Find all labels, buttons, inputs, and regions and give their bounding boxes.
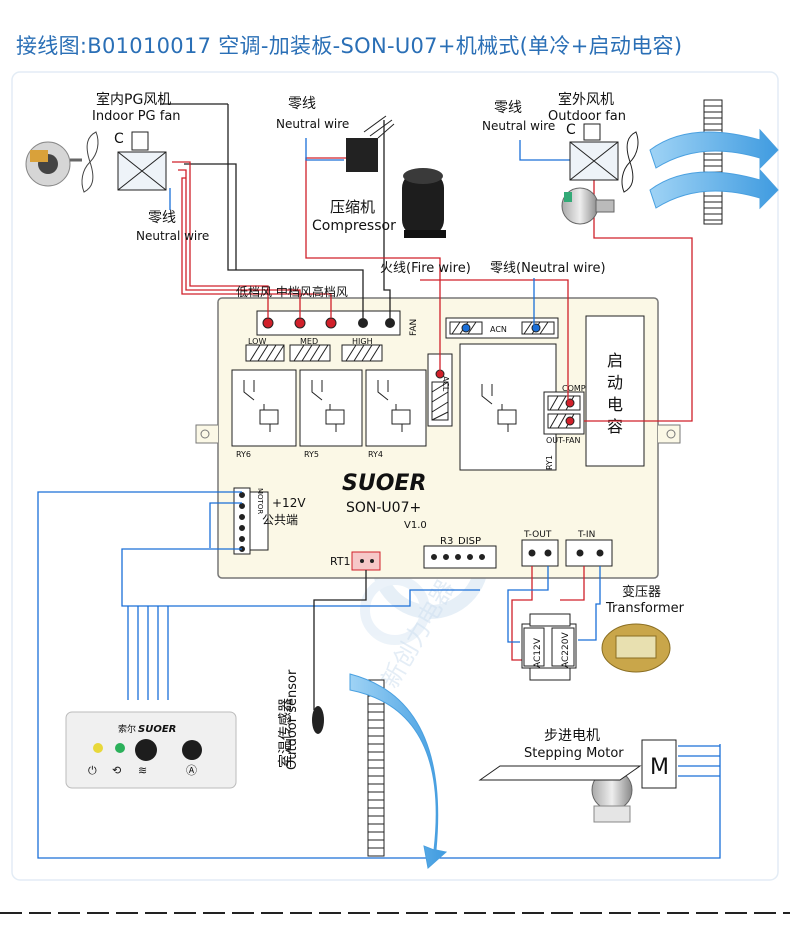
transformer-en: Transformer: [605, 601, 685, 616]
disp-label: DISP: [458, 536, 481, 547]
indoor-fan-motor-image: [25, 131, 99, 193]
t-in-label: T-IN: [577, 530, 595, 540]
power-icon: ⏻: [88, 764, 97, 777]
indoor-fan-en: Indoor PG fan: [92, 109, 181, 124]
fan-connector: [256, 310, 401, 336]
speed-terminals: [245, 344, 383, 362]
motor-connector: [233, 487, 269, 555]
mode-icon: ⟲: [112, 764, 121, 777]
outdoor-fan-symbol: [569, 123, 639, 193]
t-out-connector: [521, 539, 559, 567]
indoor-fan-symbol: [117, 131, 167, 191]
blue-wires: [37, 138, 721, 859]
acn-label: ACN: [490, 325, 507, 334]
transformer-image: [601, 623, 671, 673]
stepper-symbol: [641, 739, 677, 789]
high-label: HIGH: [352, 337, 373, 346]
sensor-cn: 室温传感器: [277, 698, 294, 768]
relay-ry1: [459, 343, 557, 471]
compressor-neutral-cn: 零线: [288, 96, 316, 112]
compressor-cn: 压缩机: [330, 198, 375, 216]
cap-char-1: 启: [607, 351, 623, 370]
disp-connector: [423, 545, 497, 569]
rt1-connector: [351, 551, 381, 571]
outdoor-neutral-en: Neutral wire: [482, 119, 555, 133]
plus12v-label: +12V: [272, 496, 306, 510]
neutral-wire-top-label: 零线(Neutral wire): [490, 261, 606, 276]
board-model: SON-U07+: [346, 500, 421, 516]
indoor-neutral-en: Neutral wire: [136, 229, 209, 243]
outdoor-fan-cap: C: [566, 122, 576, 138]
t-in-connector: [565, 539, 613, 567]
low-label: LOW: [248, 337, 266, 346]
compressor-neutral-en: Neutral wire: [276, 117, 349, 131]
stepper-m: M: [650, 755, 669, 780]
remote-brand: SUOER: [138, 724, 176, 735]
transformer-cn: 变压器: [622, 584, 661, 600]
relay-ry4: [365, 369, 427, 447]
ry6-label: RY6: [236, 450, 251, 459]
red-wires: [172, 157, 693, 661]
cap-char-2: 动: [607, 373, 623, 392]
outdoor-fan-cn: 室外风机: [558, 91, 614, 108]
stepper-en: Stepping Motor: [524, 746, 624, 761]
black-wires: [160, 103, 391, 318]
med-label: MED: [300, 337, 318, 346]
indoor-fan-cap: C: [114, 131, 124, 147]
board-version: V1.0: [404, 520, 427, 531]
r3-label: R3: [440, 536, 453, 547]
compressor-symbol: [346, 115, 395, 172]
indoor-fan-cn: 室内PG风机: [96, 91, 171, 108]
remote-brand-cn: 索尔: [118, 723, 136, 735]
indoor-air-arrow: [349, 673, 448, 869]
acl-terminal: [427, 353, 453, 427]
comp-label: COMP: [562, 384, 586, 393]
relay-ry6: [231, 369, 297, 447]
sensor-wire: [313, 570, 367, 710]
start-capacitor-box: [585, 315, 645, 467]
fire-wire-label: 火线(Fire wire): [380, 261, 471, 276]
compressor-image: [402, 168, 446, 238]
cap-char-3: 电: [607, 395, 623, 414]
transformer-ac12: AC12V: [533, 637, 543, 668]
rt1-label: RT1: [330, 555, 351, 568]
acl-label: ACL: [441, 376, 450, 392]
display-panel-image: [65, 711, 237, 789]
relay-ry5: [299, 369, 363, 447]
transformer-ac220: AC220V: [561, 632, 571, 668]
acn-terminal: [445, 317, 559, 339]
outdoor-fan-en: Outdoor fan: [548, 109, 626, 124]
ry1-label: RY1: [545, 455, 554, 470]
compressor-en: Compressor: [312, 218, 396, 234]
ry5-label: RY5: [304, 450, 319, 459]
fan-label: FAN: [409, 319, 419, 336]
ry4-label: RY4: [368, 450, 383, 459]
cap-char-4: 容: [607, 417, 623, 436]
outdoor-fan-motor-image: [561, 187, 615, 225]
sensor-en: Outdoor sensor: [285, 669, 300, 770]
outdoor-neutral-cn: 零线: [494, 100, 522, 116]
page-title: 接线图:B01010017 空调-加装板-SON-U07+机械式(单冷+启动电容…: [16, 34, 683, 58]
common-label: 公共端: [262, 513, 298, 527]
header: 接线图:B01010017 空调-加装板-SON-U07+机械式(单冷+启动电容…: [0, 0, 790, 70]
comp-outfan-terminal: [543, 391, 585, 435]
indoor-neutral-cn: 零线: [148, 210, 176, 226]
transformer-symbol: [521, 613, 577, 681]
sensor-probe: [312, 706, 324, 734]
t-out-label: T-OUT: [523, 530, 552, 540]
stepper-cn: 步进电机: [544, 728, 600, 744]
evaporator-coil: [367, 679, 385, 857]
louver-vane: [478, 765, 642, 781]
condenser-coil: [703, 99, 723, 225]
airflow-arrows: [649, 128, 779, 210]
auto-icon: Ⓐ: [186, 764, 197, 777]
wifi-icon: ≋: [138, 764, 147, 777]
out-fan-label: OUT-FAN: [546, 436, 581, 445]
motor-label: MOTOR: [256, 488, 264, 514]
fan-speeds-label: 低档风 中档风高档风: [236, 284, 348, 299]
board-brand: SUOER: [342, 471, 426, 496]
